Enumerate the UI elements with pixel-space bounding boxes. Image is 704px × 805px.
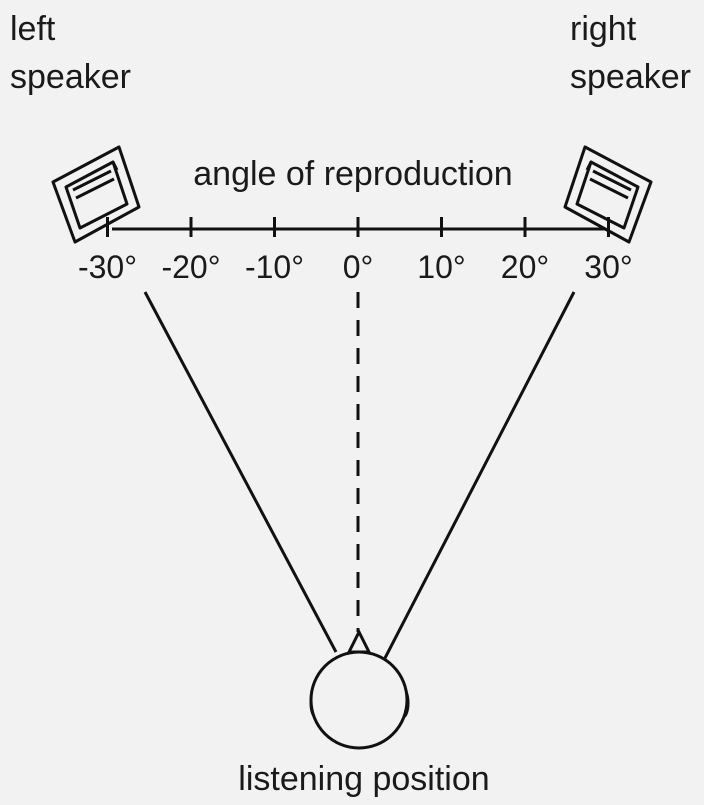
- left-speaker-label-line2: speaker: [10, 58, 131, 96]
- head-icon: [309, 628, 410, 750]
- tick-label: -30°: [78, 249, 137, 285]
- left-speaker-line: [143, 291, 338, 653]
- right-speaker-line: [382, 291, 576, 661]
- axis-title: angle of reproduction: [193, 155, 512, 193]
- angle-tick-labels: -30° -20° -10° 0° 10° 20° 30°: [78, 249, 633, 285]
- listening-position-label: listening position: [238, 760, 489, 798]
- right-speaker-icon: [563, 145, 653, 244]
- nose: [346, 628, 372, 654]
- head: [309, 650, 409, 750]
- right-speaker-label-line1: right: [570, 10, 637, 48]
- tick-label: 20°: [501, 249, 549, 285]
- left-speaker-label-line1: left: [10, 10, 56, 48]
- right-speaker-label-line2: speaker: [570, 58, 691, 96]
- tick-label: 10°: [417, 249, 465, 285]
- left-speaker-icon: [51, 145, 141, 244]
- tick-label: 0°: [343, 249, 374, 285]
- tick-label: 30°: [584, 249, 632, 285]
- tick-label: -10°: [245, 249, 304, 285]
- angle-ticks: [106, 217, 610, 237]
- tick-label: -20°: [161, 249, 220, 285]
